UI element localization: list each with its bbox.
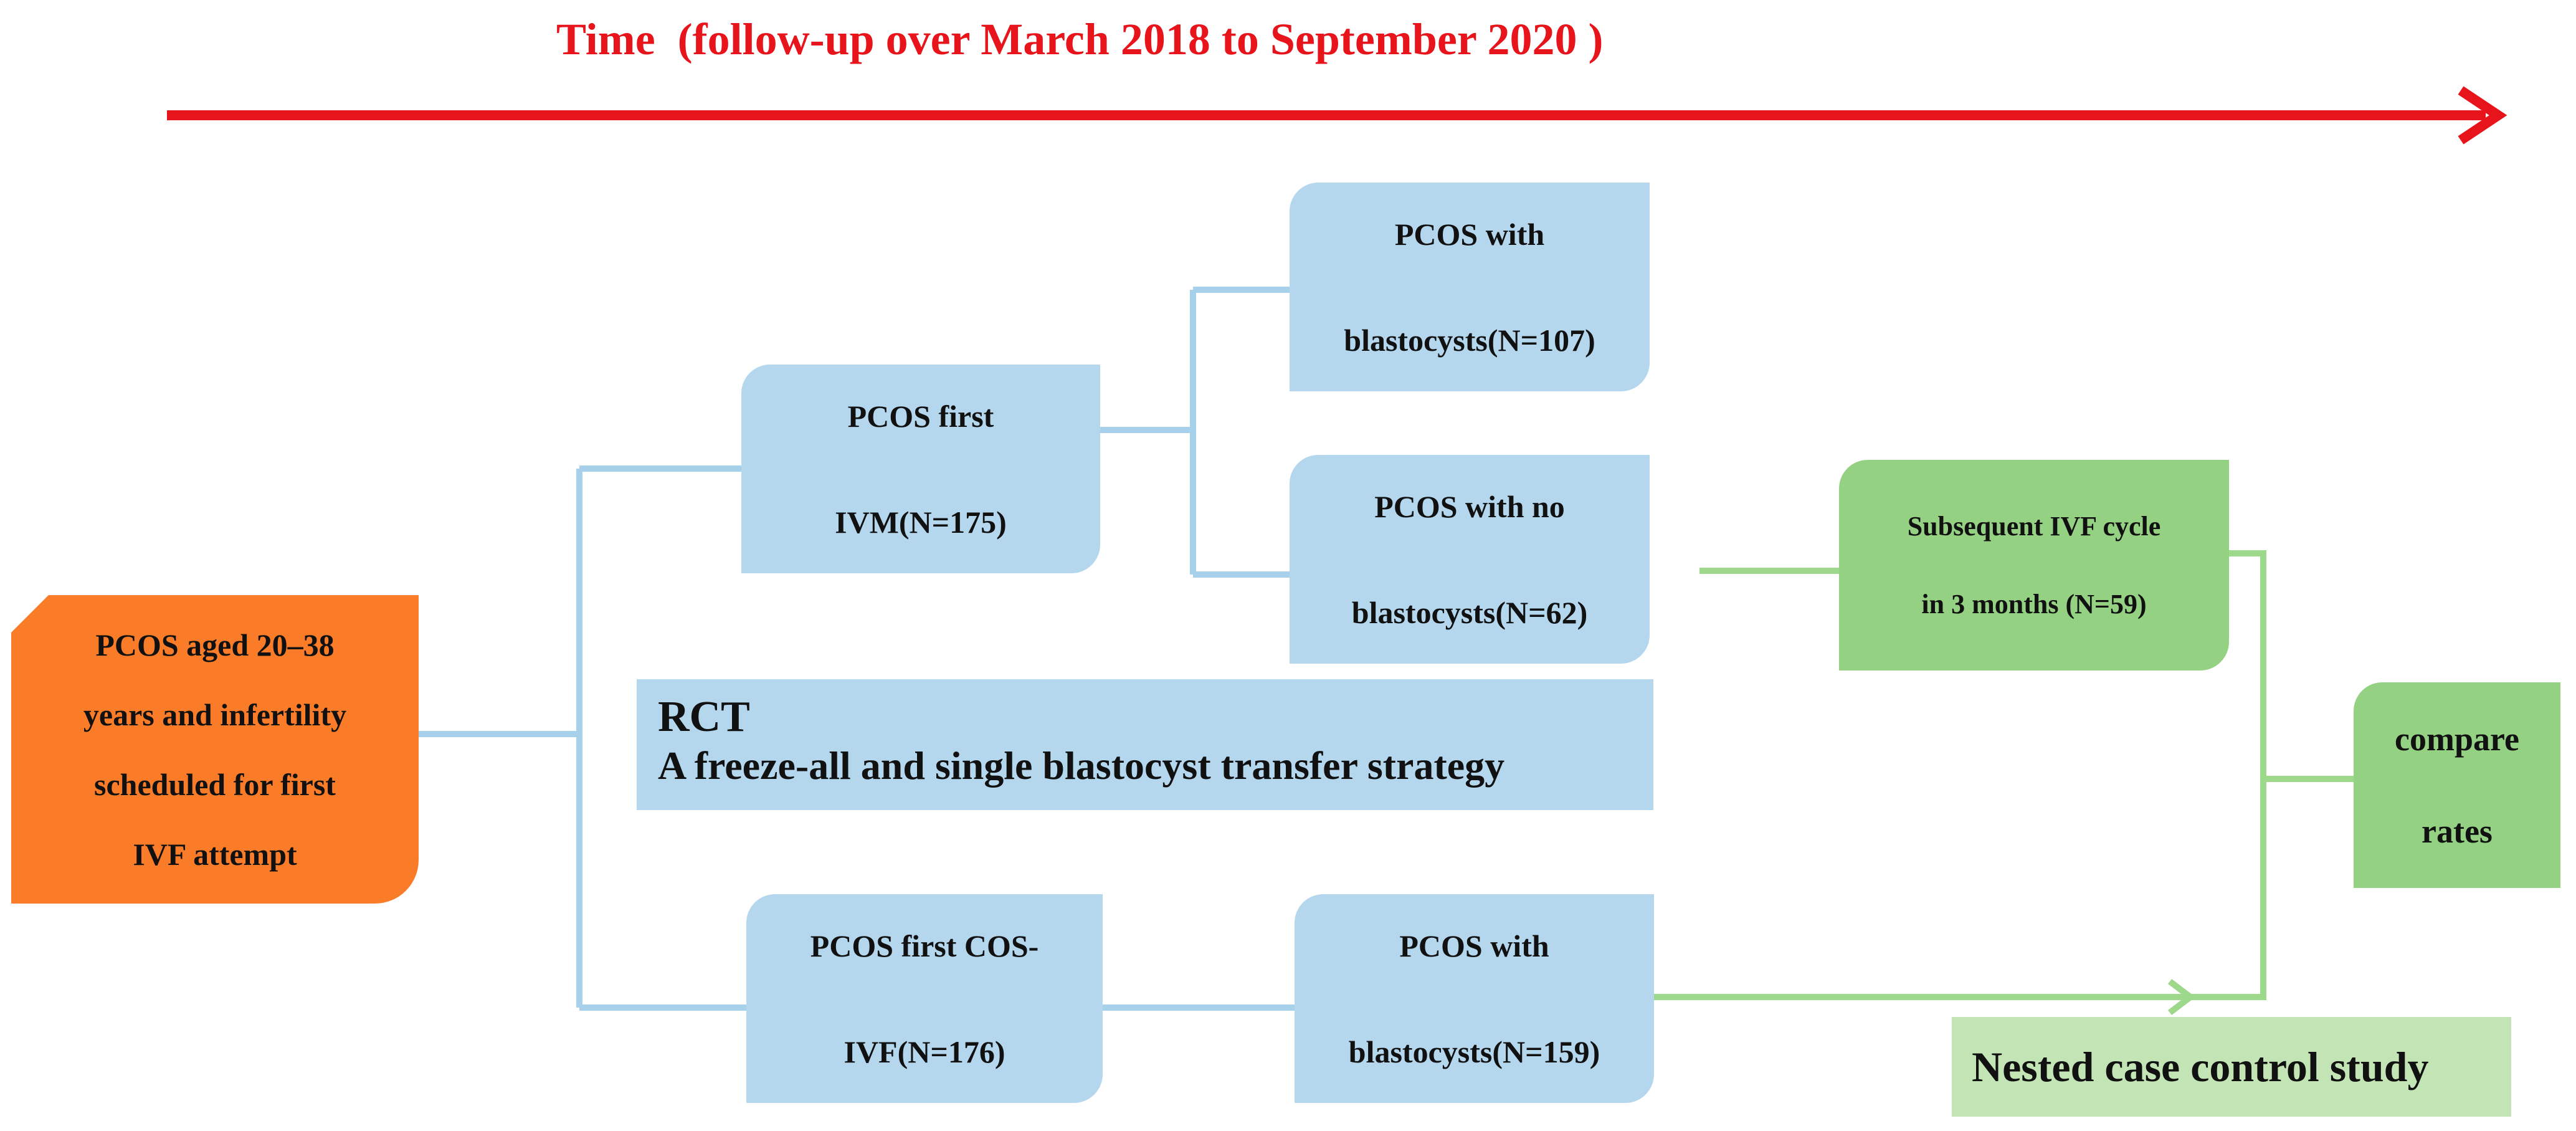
nested-case-control-label: Nested case control study [1972,1043,2429,1090]
ivm-node-label: PCOS first IVM(N=175) [835,398,1007,540]
cos-ivf-node: PCOS first COS- IVF(N=176) [746,894,1103,1103]
cos-with-blastocysts-node: PCOS with blastocysts(N=159) [1295,894,1654,1103]
ivm-no-blastocysts-node: PCOS with no blastocysts(N=62) [1290,455,1650,664]
ivm-with-blastocysts-label: PCOS with blastocysts(N=107) [1344,216,1595,358]
ivm-with-blastocysts-node: PCOS with blastocysts(N=107) [1290,183,1650,391]
start-node: PCOS aged 20–38 years and infertility sc… [11,595,419,904]
rct-title: RCT [658,693,750,741]
rct-subtitle: A freeze-all and single blastocyst trans… [658,743,1505,788]
blue-connectors [419,287,1295,1011]
timeline-title: Time (follow-up over March 2018 to Septe… [556,14,1604,64]
subsequent-ivf-node: Subsequent IVF cycle in 3 months (N=59) [1839,460,2229,670]
subsequent-ivf-label: Subsequent IVF cycle in 3 months (N=59) [1907,511,2161,619]
compare-rates-label: compare rates [2395,720,2519,850]
cos-with-blastocysts-label: PCOS with blastocysts(N=159) [1348,928,1600,1069]
cos-ivf-node-label: PCOS first COS- IVF(N=176) [810,928,1039,1069]
green-connectors [1654,550,2354,1015]
rct-box: RCT A freeze-all and single blastocyst t… [637,679,1653,810]
nested-case-control-box: Nested case control study [1952,1017,2511,1117]
compare-rates-node: compare rates [2354,682,2560,888]
ivm-node: PCOS first IVM(N=175) [741,365,1100,573]
start-node-label: PCOS aged 20–38 years and infertility sc… [83,627,347,872]
ivm-no-blastocysts-label: PCOS with no blastocysts(N=62) [1351,489,1588,630]
timeline-arrow [167,86,2507,145]
